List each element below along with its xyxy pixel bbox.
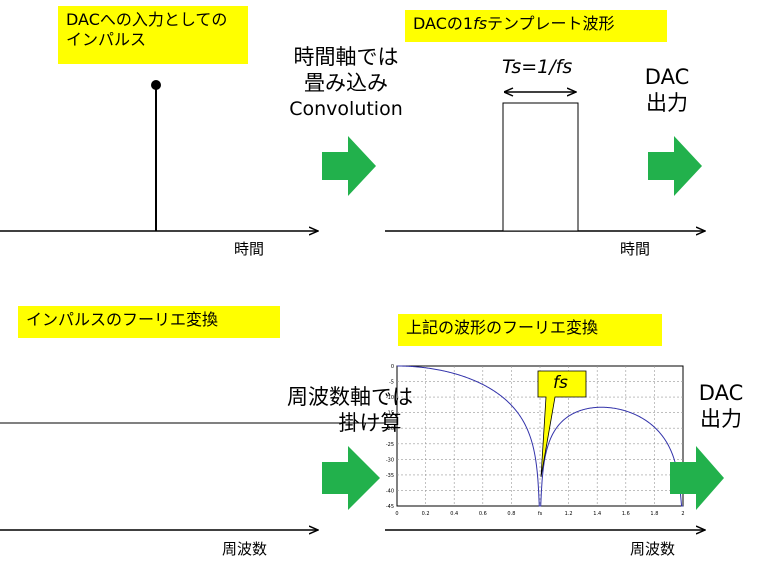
freq-label-bottom-left: 周波数 xyxy=(222,540,268,558)
plot-x-tick-label: 0.2 xyxy=(422,511,430,517)
plot-y-tick-label: -30 xyxy=(386,457,394,463)
dac-output-top: DAC 出力 xyxy=(632,64,702,116)
time-label-top-right: 時間 xyxy=(620,240,651,258)
plot-y-tick-label: -35 xyxy=(386,473,394,479)
plot-y-tick-label: -40 xyxy=(386,488,394,494)
dac-output-bottom: DAC 出力 xyxy=(686,380,756,432)
plot-x-tick-label: 0.6 xyxy=(479,511,487,517)
plot-y-tick-label: -25 xyxy=(386,442,394,448)
multiplication-text: 周波数軸では 掛け算 xyxy=(268,384,432,436)
impulse-input-label: DACへの入力としての インパルス xyxy=(58,6,248,64)
multiplication-line2: 掛け算 xyxy=(338,411,402,435)
plot-y-tick-label: -20 xyxy=(386,426,394,432)
plot-x-tick-label: 0.4 xyxy=(450,511,458,517)
green-arrow-top-middle xyxy=(322,136,376,196)
plot-y-tick-label: -5 xyxy=(389,380,394,386)
ts-label: Ts=1/fs xyxy=(502,56,573,78)
impulse-fourier-label-text: インパルスのフーリエ変換 xyxy=(26,310,219,329)
impulse-dot xyxy=(151,80,161,90)
impulse-input-label-line2: インパルス xyxy=(66,30,147,49)
template-label-fs: fs xyxy=(473,14,488,33)
plot-y-tick-label: -45 xyxy=(386,504,394,510)
convolution-line3: Convolution xyxy=(289,98,403,120)
plot-x-tick-label: 1.6 xyxy=(622,511,630,517)
plot-y-tick-label: 0 xyxy=(391,364,394,370)
convolution-line2: 畳み込み xyxy=(304,71,388,95)
template-waveform-label: DACの1fsテンプレート波形 xyxy=(405,10,667,42)
green-arrow-bottom-right xyxy=(670,446,724,510)
plot-y-tick-label: -10 xyxy=(386,395,394,401)
waveform-fourier-label: 上記の波形のフーリエ変換 xyxy=(398,314,662,346)
plot-x-tick-label: fs xyxy=(538,511,543,517)
fs-callout xyxy=(537,370,587,478)
plot-x-tick-label: 0 xyxy=(395,511,398,517)
template-label-prefix: DACの1 xyxy=(413,14,474,33)
waveform-fourier-label-text: 上記の波形のフーリエ変換 xyxy=(406,318,599,337)
sinc-curve xyxy=(397,365,683,507)
impulse-input-label-line1: DACへの入力としての xyxy=(66,10,228,29)
template-label-suffix: テンプレート波形 xyxy=(487,14,615,33)
multiplication-line1: 周波数軸では xyxy=(287,385,413,409)
dac-output-top-line2: 出力 xyxy=(646,91,688,115)
plot-x-tick-label: 1.8 xyxy=(650,511,658,517)
freq-label-bottom-right: 周波数 xyxy=(630,540,676,558)
green-arrow-top-right xyxy=(648,136,702,196)
convolution-line1: 時間軸では xyxy=(293,45,399,69)
dac-output-top-line1: DAC xyxy=(644,65,690,89)
dac-output-bottom-line2: 出力 xyxy=(700,407,742,431)
plot-x-tick-label: 0.8 xyxy=(507,511,515,517)
plot-y-tick-label: -15 xyxy=(386,411,394,417)
time-label-top-left: 時間 xyxy=(234,240,265,258)
plot-x-tick-label: 2 xyxy=(681,511,684,517)
dac-output-bottom-line1: DAC xyxy=(698,381,744,405)
green-arrow-bottom-middle xyxy=(322,446,380,510)
plot-x-tick-label: 1.4 xyxy=(593,511,601,517)
convolution-text: 時間軸では 畳み込み Convolution xyxy=(276,44,416,122)
rect-pulse xyxy=(502,102,579,232)
impulse-fourier-label: インパルスのフーリエ変換 xyxy=(18,306,280,338)
fs-callout-text: fs xyxy=(553,373,568,393)
plot-x-tick-label: 1.2 xyxy=(565,511,573,517)
